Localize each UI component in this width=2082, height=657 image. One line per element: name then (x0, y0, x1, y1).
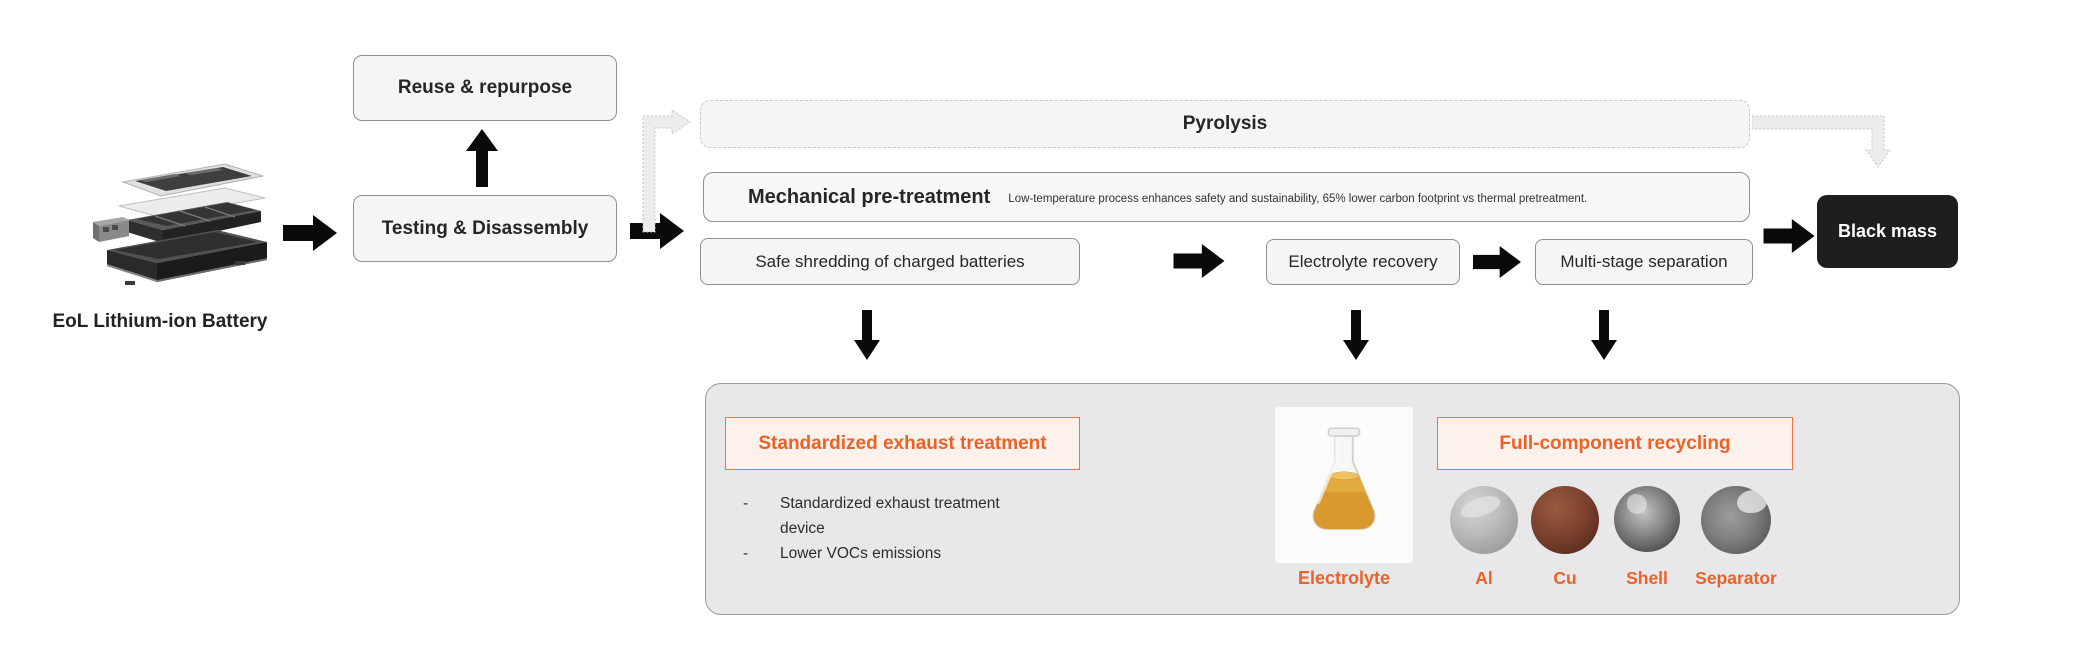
full-component-recycling-header: Full-component recycling (1437, 417, 1793, 470)
pyrolysis-box: Pyrolysis (700, 100, 1750, 148)
black-mass-label: Black mass (1837, 221, 1938, 241)
flow-arrow-right-icon (283, 215, 337, 251)
flow-arrow-down-icon (1591, 310, 1617, 360)
shell-label: Shell (1626, 568, 1668, 588)
electrolyte-flask-icon (1312, 427, 1376, 530)
pyrolysis-label: Pyrolysis (1182, 113, 1268, 134)
exhaust-bullet-list: - Standardized exhaust treatment device … (743, 492, 1073, 566)
mechanical-pretreatment-title: Mechanical pre-treatment (748, 185, 991, 208)
flow-arrow-right-icon (630, 213, 684, 249)
list-item: - Lower VOCs emissions (743, 542, 1073, 567)
cu-label: Cu (1553, 568, 1577, 588)
exhaust-treatment-header-label: Standardized exhaust treatment (758, 432, 1047, 454)
mechanical-pretreatment-box: Mechanical pre-treatment Low-temperature… (703, 172, 1750, 222)
bullet-dash: - (743, 495, 749, 512)
reuse-repurpose-label: Reuse & repurpose (397, 77, 573, 98)
flow-arrow-up-icon (466, 129, 498, 187)
bullet-dash: - (743, 544, 749, 562)
list-item: - Standardized exhaust treatment device (743, 492, 1073, 542)
flow-arrow-right-icon (1473, 246, 1521, 278)
eol-battery-image (93, 163, 267, 285)
safe-shredding-box: Safe shredding of charged batteries (700, 238, 1080, 285)
shell-sample-image (1614, 486, 1680, 552)
mechanical-pretreatment-note: Low-temperature process enhances safety … (1008, 193, 1588, 205)
pyrolysis-branch-in-arrow-icon (642, 109, 691, 233)
electrolyte-label: Electrolyte (1297, 568, 1391, 588)
multistage-separation-box: Multi-stage separation (1535, 239, 1753, 285)
separator-label: Separator (1695, 568, 1777, 588)
electrolyte-recovery-box: Electrolyte recovery (1266, 239, 1460, 285)
al-sample-image (1450, 486, 1518, 554)
testing-disassembly-box: Testing & Disassembly (353, 195, 617, 262)
cu-sample-image (1531, 486, 1599, 554)
multistage-separation-label: Multi-stage separation (1560, 252, 1728, 271)
testing-disassembly-label: Testing & Disassembly (381, 217, 589, 239)
electrolyte-photo (1275, 407, 1413, 563)
electrolyte-recovery-label: Electrolyte recovery (1288, 252, 1438, 271)
flow-arrow-down-icon (854, 310, 880, 360)
bullet-text: Lower VOCs emissions (780, 544, 942, 562)
separator-sample-image (1701, 486, 1771, 554)
bullet-text: Standardized exhaust treatment device (780, 495, 1000, 537)
black-mass-box: Black mass (1817, 195, 1958, 268)
al-label: Al (1475, 568, 1493, 588)
flow-arrow-down-icon (1343, 310, 1369, 360)
flow-arrow-right-icon (1173, 244, 1225, 278)
safe-shredding-label: Safe shredding of charged batteries (755, 251, 1025, 271)
reuse-repurpose-box: Reuse & repurpose (353, 55, 617, 121)
eol-battery-label: EoL Lithium-ion Battery (52, 311, 268, 332)
exhaust-treatment-header: Standardized exhaust treatment (725, 417, 1080, 470)
pyrolysis-branch-out-arrow-icon (1752, 115, 1891, 168)
full-component-recycling-header-label: Full-component recycling (1499, 432, 1731, 454)
flow-arrow-right-icon (1763, 219, 1815, 253)
